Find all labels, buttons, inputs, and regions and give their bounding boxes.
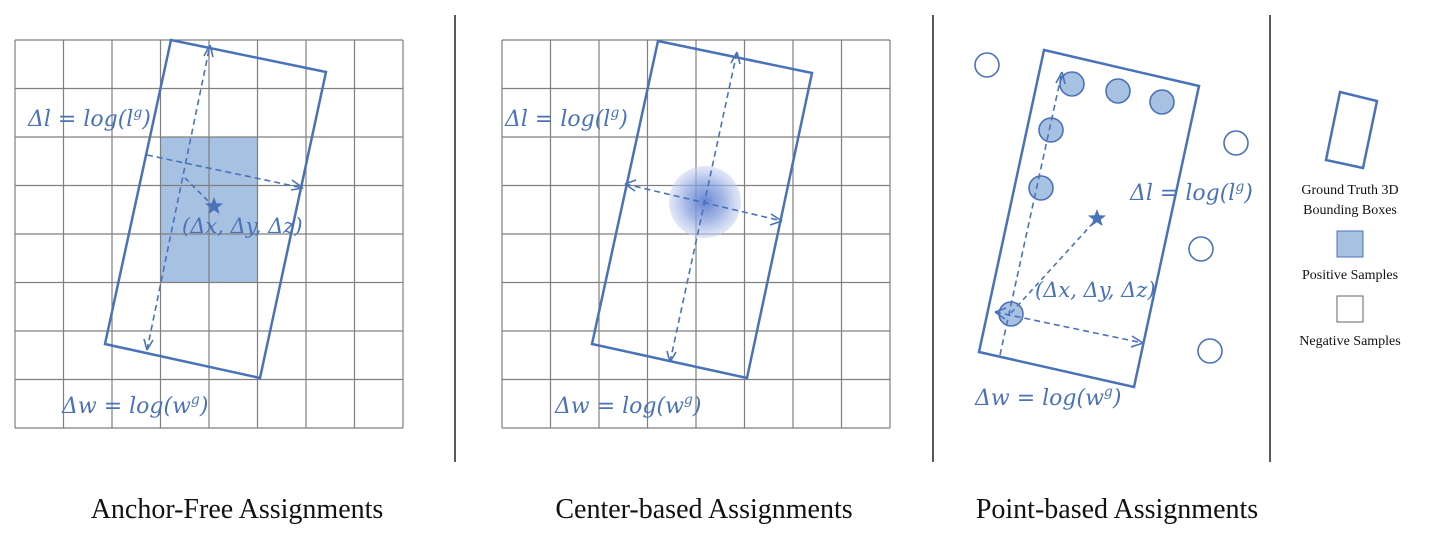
negative-point (974, 52, 1000, 78)
caption-anchor-free: Anchor-Free Assignments (91, 494, 384, 525)
legend-gt-line2: Bounding Boxes (1303, 203, 1397, 218)
width-arrow (146, 154, 304, 189)
point-samples (974, 52, 1249, 364)
caption-point-based: Point-based Assignments (976, 494, 1258, 525)
dl-label: Δl = log(lg) (504, 105, 628, 132)
center-offset-line (184, 177, 213, 206)
legend-positive-swatch (1336, 230, 1364, 258)
center-star-icon (1088, 209, 1106, 226)
positive-point (1038, 117, 1064, 143)
width-arrowhead-right (290, 179, 304, 191)
legend-gt-line1: Ground Truth 3D (1301, 183, 1398, 198)
dw-label: Δw = log(wg) (974, 384, 1121, 411)
width-arrow (994, 311, 1144, 344)
length-arrow (146, 44, 211, 351)
dw-label: Δw = log(wg) (61, 392, 208, 419)
dw-label: Δw = log(wg) (554, 392, 701, 419)
length-arrowhead-top (730, 51, 741, 65)
panel-anchor-free: Δl = log(lg) Δw = log(wg) (Δx, Δy, Δz) A… (14, 38, 404, 525)
panel-center-based: Δl = log(lg) Δw = log(wg) Center-based A… (501, 39, 891, 525)
grid (501, 39, 891, 429)
width-arrowhead-left (624, 179, 637, 192)
negative-point (1197, 338, 1223, 364)
positive-point (1149, 89, 1175, 115)
width-arrowhead-right (769, 213, 783, 226)
dl-label: Δl = log(lg) (1129, 179, 1253, 206)
width-arrowhead-right (1130, 335, 1144, 348)
legend-negative-swatch (1336, 295, 1364, 323)
length-arrowhead-top (203, 44, 214, 58)
legend-positive-label: Positive Samples (1302, 268, 1398, 283)
positive-point (1059, 71, 1085, 97)
center-star-icon (205, 197, 223, 214)
panel-point-based: Δl = log(lg) Δw = log(wg) (Δx, Δy, Δz) P… (974, 48, 1258, 525)
center-offset-label: (Δx, Δy, Δz) (1035, 278, 1156, 302)
length-arrowhead-top (1055, 71, 1066, 85)
length-arrowhead-bottom (666, 350, 677, 363)
grid (14, 39, 404, 429)
positive-point (1028, 175, 1054, 201)
length-arrow (669, 51, 738, 363)
length-arrow (999, 71, 1063, 356)
width-arrowhead-left (994, 307, 1007, 320)
negative-point (1188, 236, 1214, 262)
positive-point (1105, 78, 1131, 104)
gt-bounding-box (977, 48, 1201, 389)
gt-bounding-box (103, 38, 328, 380)
dl-label: Δl = log(lg) (27, 105, 151, 132)
legend-gt-box-icon (1324, 90, 1379, 170)
gt-bounding-box (590, 39, 814, 380)
center-offset-label: (Δx, Δy, Δz) (182, 214, 303, 238)
caption-center-based: Center-based Assignments (555, 494, 852, 525)
length-arrowhead-bottom (143, 338, 154, 351)
legend-negative-label: Negative Samples (1299, 334, 1400, 349)
width-arrow (624, 183, 783, 222)
negative-point (1223, 130, 1249, 156)
legend: Ground Truth 3D Bounding Boxes Positive … (1299, 90, 1401, 349)
center-offset-line (1010, 222, 1094, 314)
